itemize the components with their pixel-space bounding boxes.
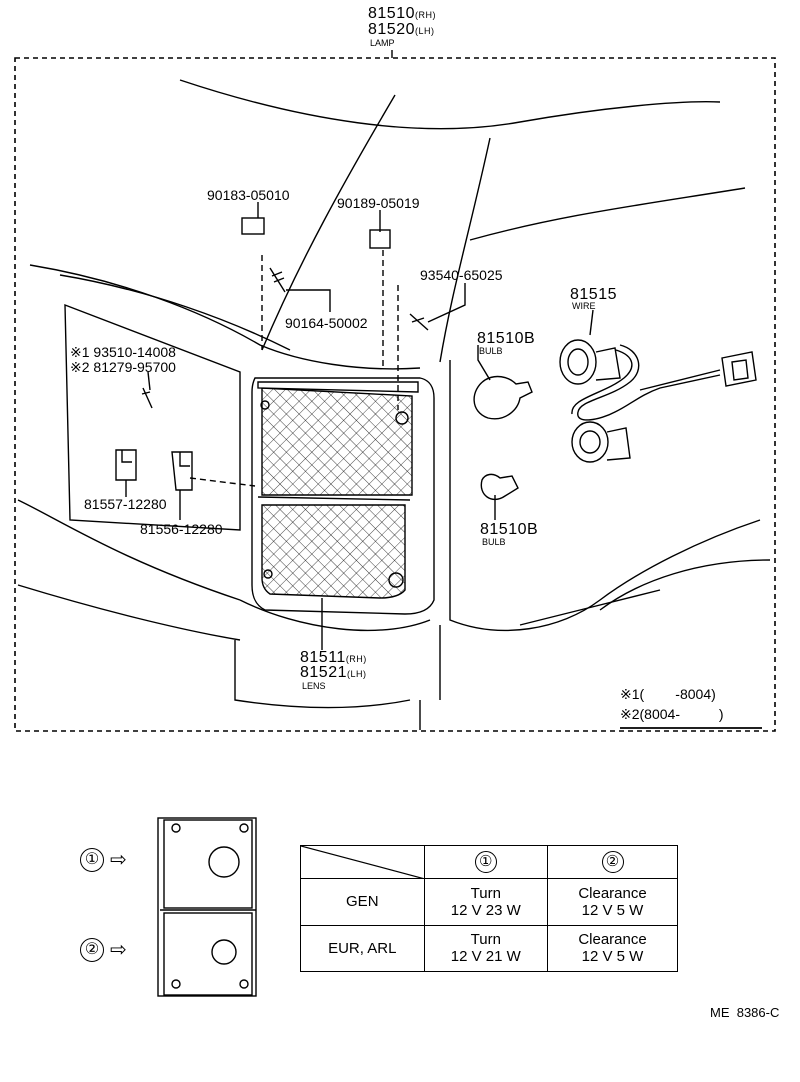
note-line-1: ※1( -8004)	[620, 686, 716, 702]
marker-1: ①	[80, 848, 104, 872]
lamp-name: LAMP	[370, 38, 395, 48]
note1-label: ※1 93510-14008	[70, 344, 176, 360]
row-label: EUR, ARL	[300, 924, 425, 972]
lamp-part-lh: 81520(LH)	[368, 21, 435, 38]
row-label: GEN	[300, 878, 425, 926]
screw-top-label: 90164-50002	[285, 315, 368, 331]
connector	[721, 351, 757, 387]
lamp-part-rh: 81510(RH)	[368, 5, 436, 22]
bulb-upper-name-label: BULB	[479, 346, 503, 356]
screw-c-shape	[141, 387, 153, 409]
bulb-lower-part-label: 81510B	[480, 521, 539, 538]
bulb-upper-part-label: 81510B	[477, 330, 536, 347]
bulb-lower-shape	[480, 473, 519, 501]
arrow-1-icon: ⇨	[110, 849, 127, 871]
clip-a-shape	[241, 217, 265, 235]
body-contour	[179, 79, 721, 130]
arrow-2-icon: ⇨	[110, 939, 127, 961]
bulb-upper-shape	[473, 375, 533, 420]
screw-a-shape	[269, 267, 286, 293]
wire-harness	[577, 344, 721, 421]
side-lamp-illustration	[157, 817, 257, 997]
lens-name-label: LENS	[302, 681, 326, 691]
bulb-lower-name-label: BULB	[482, 537, 506, 547]
table-corner	[300, 845, 425, 879]
note-line-2: ※2(8004- )	[620, 706, 724, 722]
wire-part-label: 81515	[570, 286, 617, 303]
lens-lh-label: 81521(LH)	[300, 664, 367, 681]
wire-name-label: WIRE	[572, 301, 596, 311]
lamp-housing	[251, 377, 435, 615]
table-header-2: ②	[547, 845, 678, 879]
note2-label: ※2 81279-95700	[70, 359, 176, 375]
footer-code: ME 8386-C	[710, 1005, 780, 1020]
lens-rh-label: 81511(RH)	[300, 649, 367, 666]
socket-lower	[571, 421, 609, 463]
bracket-b-label: 81556-12280	[140, 521, 223, 537]
table-header-1: ①	[423, 845, 549, 879]
dashed-frame	[14, 57, 776, 732]
screw-right-label: 93540-65025	[420, 267, 503, 283]
clip-a-label: 90183-05010	[207, 187, 290, 203]
bracket-a-label: 81557-12280	[84, 496, 167, 512]
socket-upper	[559, 339, 597, 385]
marker-2: ②	[80, 938, 104, 962]
screw-b-shape	[409, 313, 429, 331]
clip-b-label: 90189-05019	[337, 195, 420, 211]
clip-b-shape	[369, 229, 391, 249]
